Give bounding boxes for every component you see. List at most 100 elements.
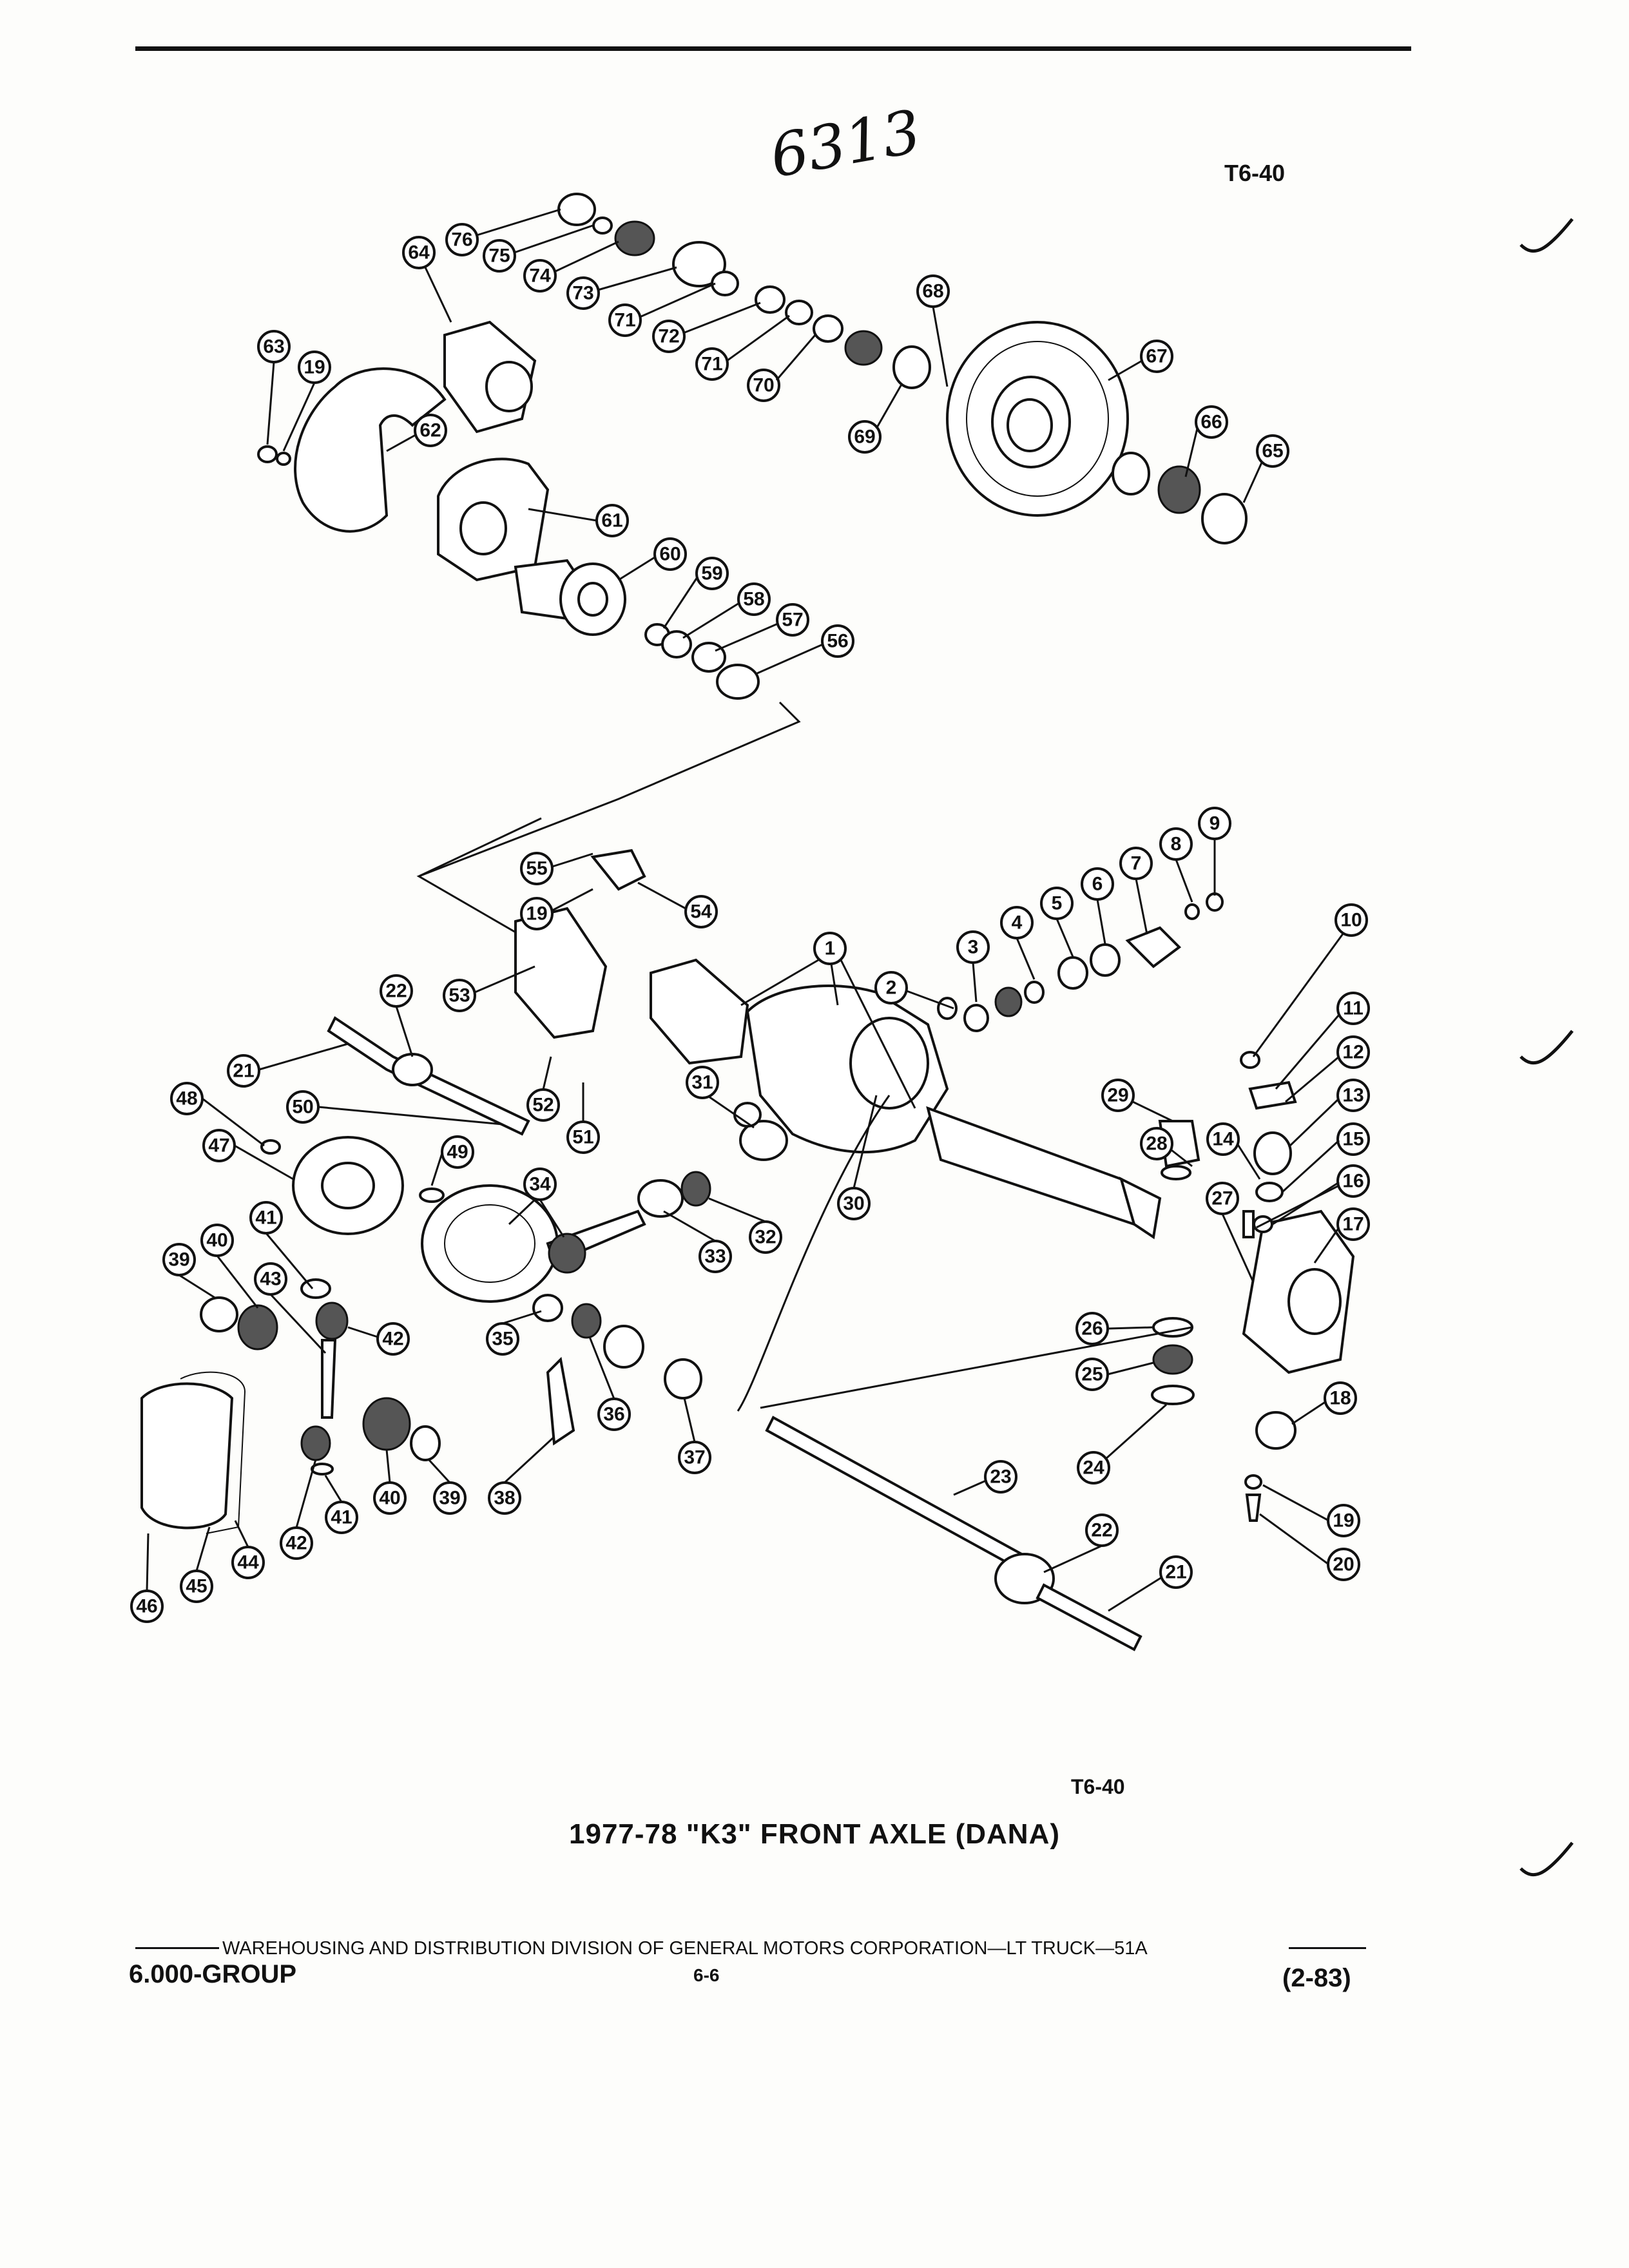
svg-text:59: 59 (701, 563, 722, 584)
callout-35: 35 (486, 1322, 519, 1356)
callout-64: 64 (402, 236, 436, 269)
pinion-gear (546, 1209, 646, 1274)
svg-text:7: 7 (1131, 853, 1142, 874)
footer-page-number: 6-6 (693, 1965, 720, 1985)
spindle (514, 559, 626, 636)
callout-58: 58 (737, 582, 771, 616)
callout-61: 61 (595, 504, 629, 537)
svg-text:19: 19 (304, 357, 325, 378)
svg-text:40: 40 (379, 1488, 400, 1509)
callout-2: 2 (874, 971, 908, 1004)
figure-ref-top: T6-40 (1224, 160, 1286, 186)
svg-text:32: 32 (755, 1227, 776, 1248)
brake-caliper (443, 320, 537, 434)
svg-text:66: 66 (1200, 412, 1222, 433)
callout-62: 62 (414, 414, 447, 447)
callout-13: 13 (1336, 1079, 1370, 1112)
svg-text:71: 71 (614, 310, 635, 331)
callout-39b: 39 (433, 1481, 467, 1515)
margin-mark-bottom (1519, 1841, 1574, 1876)
svg-text:20: 20 (1333, 1554, 1354, 1575)
svg-text:4: 4 (1012, 912, 1023, 934)
svg-text:39: 39 (168, 1249, 189, 1271)
svg-text:3: 3 (968, 937, 979, 958)
svg-text:70: 70 (753, 375, 774, 396)
callout-38: 38 (488, 1481, 521, 1515)
svg-text:65: 65 (1262, 441, 1283, 462)
svg-text:30: 30 (843, 1193, 864, 1215)
svg-text:24: 24 (1083, 1457, 1104, 1479)
callout-19c: 19 (1327, 1504, 1360, 1537)
callout-21b: 21 (1159, 1555, 1193, 1589)
callout-55: 55 (520, 852, 554, 885)
svg-text:49: 49 (447, 1142, 468, 1163)
callout-19b: 19 (520, 897, 554, 930)
margin-mark-middle (1519, 1030, 1574, 1064)
callout-48: 48 (170, 1082, 204, 1115)
svg-text:10: 10 (1340, 910, 1362, 931)
callout-45: 45 (180, 1570, 213, 1603)
callout-16: 16 (1336, 1164, 1370, 1198)
ring-gear (421, 1184, 559, 1303)
right-knuckle (1242, 1209, 1355, 1374)
callout-72: 72 (652, 320, 686, 353)
callout-42b: 42 (280, 1526, 313, 1560)
svg-text:63: 63 (263, 336, 284, 358)
callout-73: 73 (566, 276, 600, 310)
svg-text:8: 8 (1171, 834, 1182, 855)
callout-40b: 40 (373, 1481, 407, 1515)
right-kingpin-parts (1151, 1051, 1297, 1522)
callout-51: 51 (566, 1120, 600, 1154)
callout-41b: 41 (325, 1501, 358, 1534)
callout-41a: 41 (249, 1201, 283, 1235)
svg-text:58: 58 (743, 589, 764, 610)
callout-74: 74 (523, 259, 557, 293)
callout-25: 25 (1075, 1358, 1109, 1391)
svg-text:21: 21 (1165, 1562, 1186, 1583)
callout-1: 1 (813, 932, 847, 965)
left-yoke (514, 849, 749, 1065)
svg-text:52: 52 (532, 1095, 554, 1116)
svg-text:51: 51 (572, 1127, 593, 1148)
callout-32: 32 (749, 1220, 782, 1254)
callout-3: 3 (956, 930, 990, 964)
callout-22b: 22 (1085, 1514, 1119, 1547)
svg-text:41: 41 (255, 1207, 276, 1229)
svg-text:67: 67 (1146, 346, 1167, 367)
svg-text:68: 68 (922, 281, 943, 302)
connector-line-long (760, 1326, 1193, 1409)
figure-ref-bottom: T6-40 (1071, 1775, 1125, 1798)
callout-5: 5 (1040, 887, 1074, 920)
svg-text:74: 74 (529, 265, 551, 287)
svg-text:71: 71 (701, 354, 722, 375)
callout-68: 68 (916, 274, 950, 308)
footer-division: WAREHOUSING AND DISTRIBUTION DIVISION OF… (222, 1938, 1148, 1959)
footer-date: (2-83) (1282, 1964, 1351, 1992)
callout-54: 54 (684, 895, 718, 928)
callout-34: 34 (523, 1168, 557, 1201)
callout-57: 57 (776, 603, 809, 637)
diff-cover (140, 1371, 246, 1534)
callout-71b: 71 (695, 347, 729, 381)
callout-14: 14 (1206, 1122, 1240, 1156)
leader-lines (146, 208, 1345, 1612)
steering-knuckle-upper (437, 457, 550, 582)
svg-text:28: 28 (1146, 1133, 1167, 1155)
svg-text:48: 48 (176, 1088, 197, 1110)
callout-40a: 40 (200, 1224, 234, 1257)
callout-29: 29 (1101, 1079, 1135, 1112)
svg-text:76: 76 (451, 229, 472, 251)
svg-text:29: 29 (1107, 1085, 1128, 1106)
svg-text:36: 36 (603, 1404, 624, 1425)
svg-text:15: 15 (1342, 1129, 1364, 1150)
svg-text:69: 69 (854, 427, 875, 448)
callout-37: 37 (678, 1441, 711, 1474)
callout-36: 36 (597, 1398, 631, 1431)
connector-line (418, 817, 542, 878)
brake-rotor-hub (946, 321, 1129, 517)
svg-text:56: 56 (827, 631, 848, 652)
svg-text:53: 53 (448, 985, 470, 1006)
margin-mark-top (1519, 218, 1574, 253)
svg-text:27: 27 (1211, 1188, 1233, 1209)
svg-text:25: 25 (1081, 1364, 1103, 1385)
